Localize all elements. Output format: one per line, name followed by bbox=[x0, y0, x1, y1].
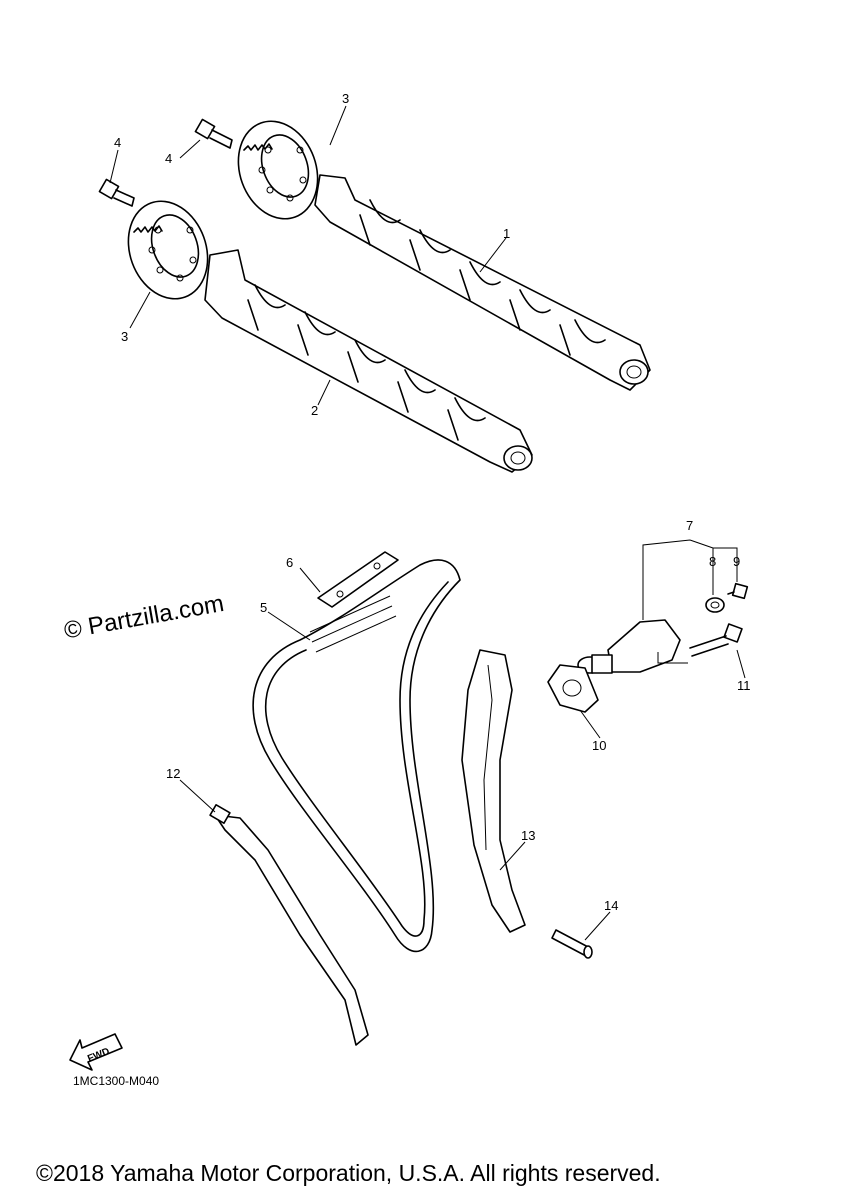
camshaft-sprocket-lower[interactable] bbox=[115, 190, 221, 310]
callout-4-upper: 4 bbox=[165, 151, 172, 166]
callout-4-lower: 4 bbox=[114, 135, 121, 150]
callout-7: 7 bbox=[686, 518, 693, 533]
callout-14: 14 bbox=[604, 898, 618, 913]
callout-3-lower: 3 bbox=[121, 329, 128, 344]
copyright-notice: ©2018 Yamaha Motor Corporation, U.S.A. A… bbox=[36, 1160, 661, 1186]
callout-13: 13 bbox=[521, 828, 535, 843]
callout-2: 2 bbox=[311, 403, 318, 418]
camshaft-intake[interactable] bbox=[314, 174, 651, 391]
timing-chain[interactable] bbox=[252, 559, 461, 953]
guide-pin[interactable] bbox=[551, 929, 593, 959]
callout-5: 5 bbox=[260, 600, 267, 615]
cam-chain-tensioner[interactable] bbox=[577, 619, 681, 674]
camshaft-exhaust[interactable] bbox=[204, 249, 533, 473]
callout-11: 11 bbox=[737, 678, 751, 693]
tensioner-washer[interactable] bbox=[705, 597, 725, 613]
callout-10: 10 bbox=[592, 738, 606, 753]
tensioner-gasket[interactable] bbox=[547, 664, 599, 713]
diagram-code: 1MC1300-M040 bbox=[73, 1074, 160, 1088]
callout-9: 9 bbox=[733, 554, 740, 569]
callout-3-upper: 3 bbox=[342, 91, 349, 106]
callout-8: 8 bbox=[709, 554, 716, 569]
fwd-direction-arrow: FWD bbox=[69, 1033, 123, 1071]
timing-chain-guide-stopper[interactable] bbox=[317, 551, 399, 608]
sprocket-bolt-upper[interactable] bbox=[194, 118, 233, 149]
callout-12: 12 bbox=[166, 766, 180, 781]
sprocket-bolt-lower[interactable] bbox=[98, 178, 135, 207]
camshaft-sprocket-upper[interactable] bbox=[225, 110, 331, 230]
tensioner-bolt[interactable] bbox=[689, 623, 743, 657]
tensioner-bolt-small[interactable] bbox=[727, 582, 749, 600]
callout-1: 1 bbox=[503, 226, 510, 241]
leader-lines bbox=[109, 105, 746, 941]
callout-6: 6 bbox=[286, 555, 293, 570]
timing-chain-guide-intake-side[interactable] bbox=[461, 649, 526, 933]
timing-chain-guide-exhaust-side[interactable] bbox=[209, 804, 369, 1046]
